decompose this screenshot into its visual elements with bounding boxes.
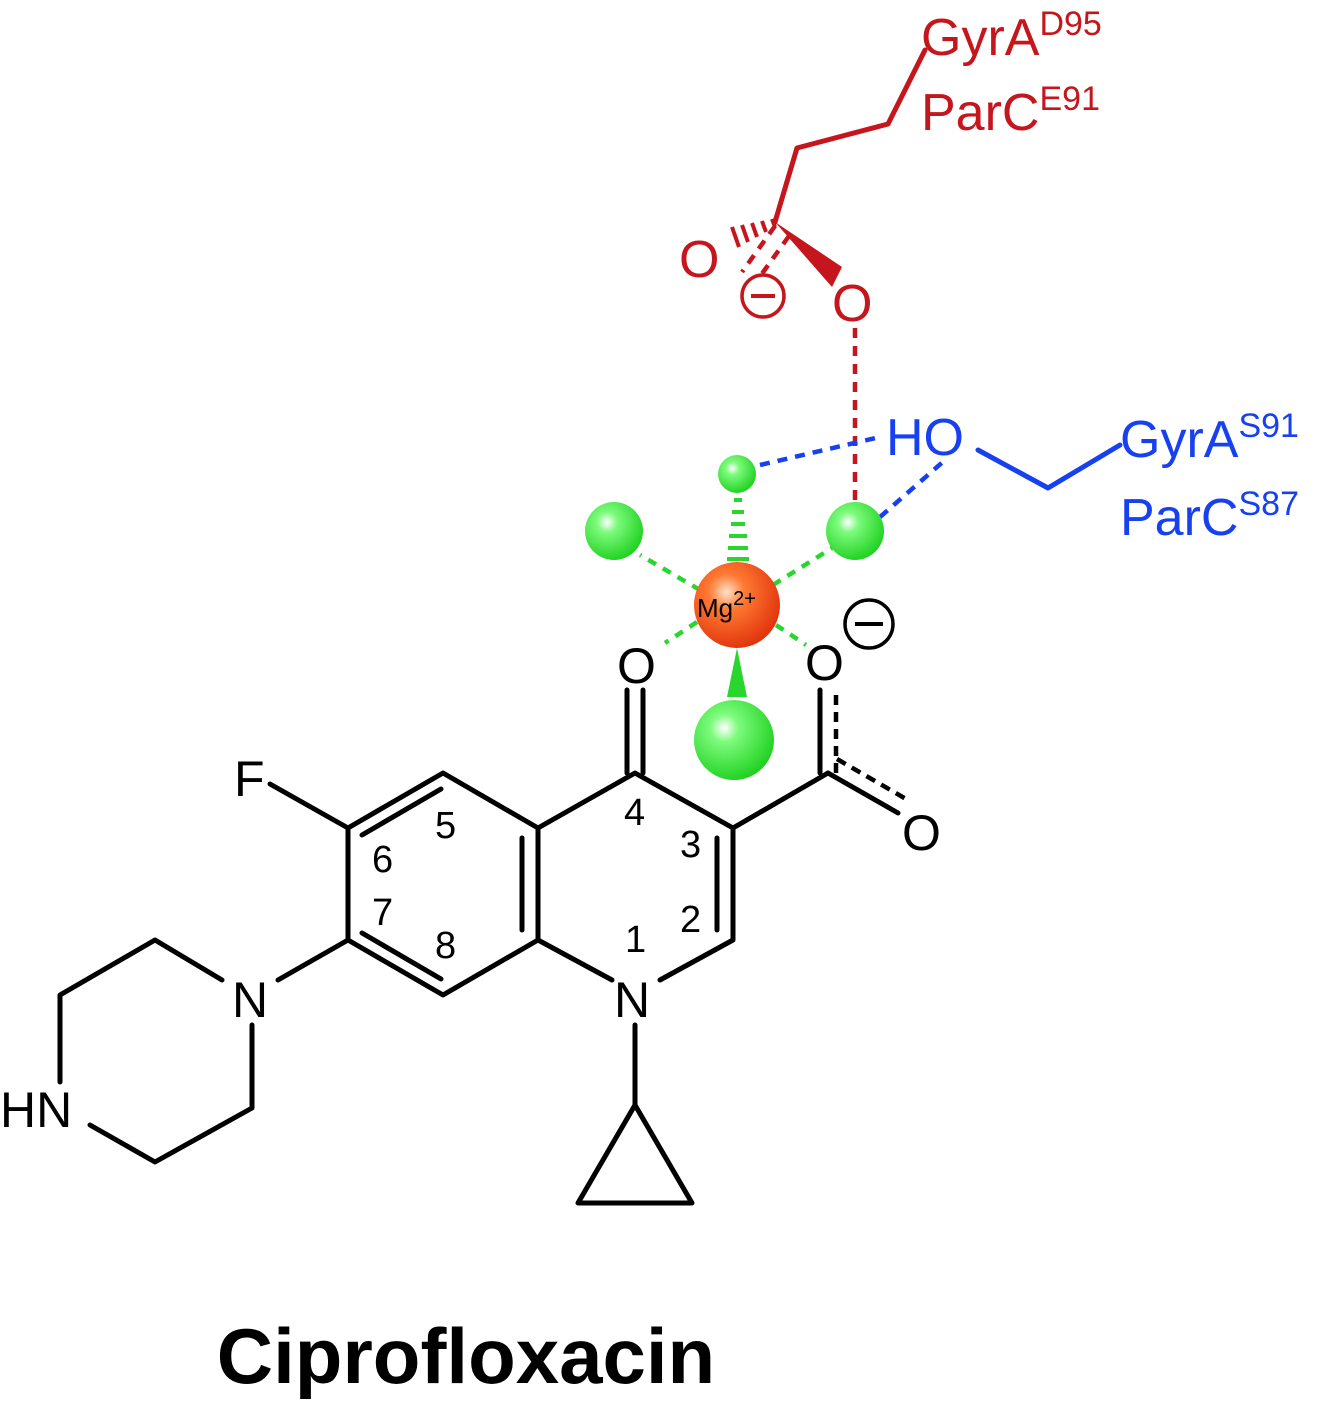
ring-number-3: 3	[680, 824, 701, 866]
acid-residue-label-parc: ParCE91	[921, 80, 1100, 142]
double-bond-5-6	[359, 786, 444, 838]
compound-title: Ciprofloxacin	[217, 1312, 715, 1400]
water-right	[826, 502, 884, 560]
acid-o-right-label: O	[832, 275, 872, 333]
ring-n-label: N	[614, 972, 650, 1028]
acid-o-left-label: O	[679, 231, 719, 289]
c6-f-bond	[267, 781, 351, 831]
serine-residue-label-parc: ParCS87	[1120, 485, 1299, 547]
coord-left-water	[638, 553, 702, 592]
piperazine-ring-lower	[87, 1022, 255, 1165]
coord-top-water-hashed	[727, 498, 749, 561]
quinolone-core: O O O F N N HN 1 2 3 4 5 6 7 8	[0, 598, 941, 1206]
cyclopropyl-ring	[575, 1102, 695, 1206]
hbond-serine-to-right-water	[878, 458, 947, 519]
carboxyl-o2-dashed	[835, 757, 908, 801]
acid-delocalised-bond	[740, 224, 777, 274]
acid-charge-minus	[740, 273, 786, 319]
water-top	[718, 455, 756, 493]
carboxylate-charge-minus	[843, 598, 895, 650]
serine-side-chain	[975, 442, 1123, 491]
double-bond-7-8	[359, 930, 444, 982]
water-left	[585, 502, 643, 560]
acid-side-chain	[772, 47, 928, 225]
serine-residue-label-gyra: GyrAS91	[1120, 407, 1299, 469]
mg-coordination-sphere: Mg2+	[585, 455, 884, 780]
acid-residue-label-gyra: GyrAD95	[921, 5, 1102, 67]
coord-keto-o	[663, 620, 699, 645]
c7-n-piperazine-bond	[275, 937, 351, 983]
mg-ion	[694, 562, 780, 648]
hbond-serine-to-top-water	[759, 434, 881, 468]
ring-number-1: 1	[625, 919, 646, 961]
ring-number-7: 7	[372, 892, 393, 934]
carboxyl-o2-solid	[825, 770, 901, 816]
bond-8a-n1	[535, 937, 615, 983]
acid-solid-wedge	[775, 222, 842, 287]
serine-ho-label: HO	[886, 409, 964, 467]
acid-delocalised-bond-2	[754, 234, 791, 284]
serine-residue: HO GyrAS91 ParCS87	[886, 407, 1299, 547]
carboxylate-o1-label: O	[805, 635, 844, 691]
ring-number-8: 8	[435, 925, 456, 967]
coord-right-water	[771, 546, 834, 587]
keto-o-label: O	[617, 638, 656, 694]
ring-number-6: 6	[372, 839, 393, 881]
piperazine-n-label: N	[232, 972, 268, 1028]
ring-number-4: 4	[624, 792, 645, 834]
ring-number-5: 5	[435, 805, 456, 847]
piperazine-hn-label: HN	[0, 1082, 72, 1138]
water-bottom	[694, 700, 774, 780]
carboxylate-o2-label: O	[902, 805, 941, 861]
mg-label: Mg2+	[697, 588, 756, 623]
coord-bottom-water-wedge	[727, 648, 747, 697]
c3-carboxyl-bond	[730, 770, 831, 831]
acidic-residue: O O GyrAD95 ParCE91	[679, 5, 1102, 333]
fluorine-label: F	[234, 751, 265, 807]
coord-carboxylate-o	[774, 623, 808, 647]
piperazine-ring-upper	[57, 937, 225, 1085]
ring-number-2: 2	[680, 899, 701, 941]
